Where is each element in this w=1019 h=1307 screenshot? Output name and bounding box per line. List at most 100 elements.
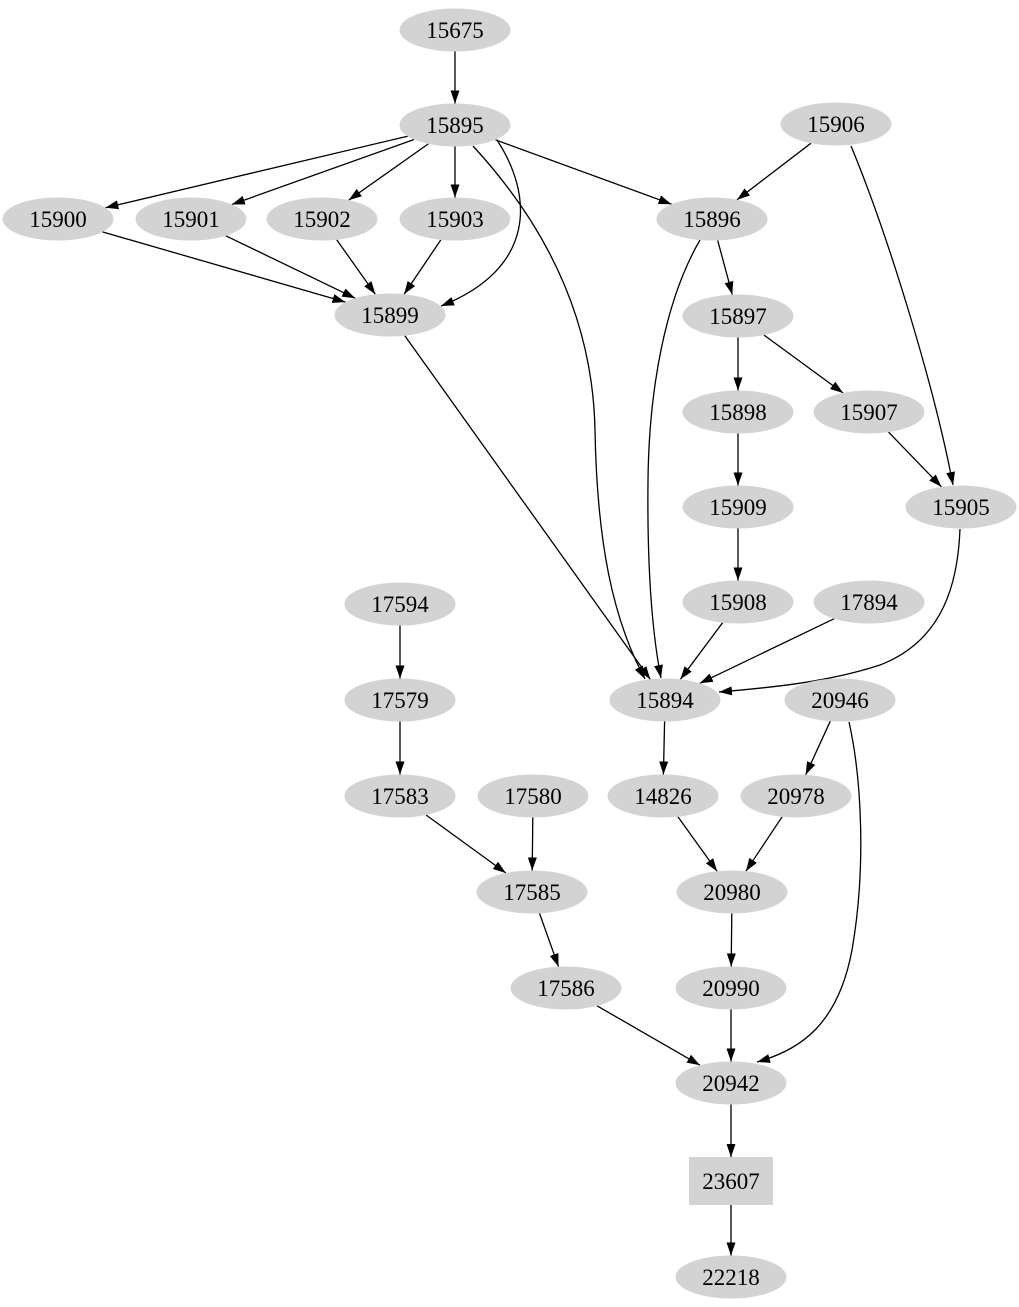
node-label: 15675 — [426, 18, 484, 43]
node-ellipse-shape — [135, 197, 247, 241]
node-ellipse-shape — [780, 102, 892, 146]
node-ellipse-shape — [682, 294, 794, 338]
node-17894: 17894 — [813, 580, 925, 624]
node-label: 17580 — [504, 784, 562, 809]
node-ellipse-shape — [905, 485, 1017, 529]
edge-20946-20978 — [805, 720, 831, 776]
node-17594: 17594 — [344, 582, 456, 626]
edge-15896-15894 — [647, 239, 701, 679]
edge-15895-15902 — [348, 143, 429, 201]
node-ellipse-shape — [609, 678, 721, 722]
node-label: 15902 — [293, 207, 351, 232]
node-17583: 17583 — [344, 774, 456, 818]
edge-15902-15899 — [336, 239, 376, 295]
nodes-layer: 15675 15895 15906 15900 15901 15902 15903 15896… — [2, 8, 1017, 1299]
node-20942: 20942 — [675, 1061, 787, 1105]
node-15901: 15901 — [135, 197, 247, 241]
node-23607: 23607 — [689, 1157, 773, 1205]
node-ellipse-shape — [656, 197, 768, 241]
node-ellipse-shape — [682, 485, 794, 529]
node-label: 15906 — [807, 112, 865, 137]
node-label: 20990 — [702, 976, 760, 1001]
edge-20980-20990 — [726, 913, 736, 967]
node-ellipse-shape — [740, 774, 852, 818]
node-label: 20980 — [703, 880, 761, 905]
edge-17586-20942 — [596, 1005, 701, 1066]
edge-15894-14826 — [659, 721, 669, 775]
edge-15895-15899 — [440, 139, 522, 307]
node-label: 17579 — [371, 688, 429, 713]
node-ellipse-shape — [510, 966, 622, 1010]
edge-15896-15897 — [717, 240, 734, 295]
node-label: 15898 — [709, 400, 767, 425]
node-ellipse-shape — [334, 293, 446, 337]
node-ellipse-shape — [2, 197, 114, 241]
node-15899: 15899 — [334, 293, 446, 337]
node-ellipse-shape — [682, 580, 794, 624]
node-ellipse-shape — [813, 390, 925, 434]
node-ellipse-shape — [344, 582, 456, 626]
node-15894: 15894 — [609, 678, 721, 722]
node-label: 17583 — [371, 784, 429, 809]
edge-14826-20980 — [677, 816, 718, 872]
node-label: 15896 — [683, 207, 741, 232]
node-ellipse-shape — [682, 390, 794, 434]
node-15898: 15898 — [682, 390, 794, 434]
node-17585: 17585 — [476, 870, 588, 914]
node-20990: 20990 — [675, 966, 787, 1010]
edge-15900-15899 — [102, 231, 346, 303]
edge-15908-15894 — [679, 622, 724, 680]
edge-15895-15900 — [105, 135, 408, 210]
node-17579: 17579 — [344, 678, 456, 722]
node-ellipse-shape — [399, 197, 511, 241]
node-label: 15899 — [361, 303, 419, 328]
edge-17583-17585 — [425, 814, 507, 874]
node-ellipse-shape — [344, 678, 456, 722]
node-15909: 15909 — [682, 485, 794, 529]
edge-15897-15907 — [763, 334, 844, 394]
node-15905: 15905 — [905, 485, 1017, 529]
node-20980: 20980 — [676, 870, 788, 914]
node-label: 17585 — [503, 880, 561, 905]
node-label: 15905 — [932, 495, 990, 520]
node-label: 15907 — [840, 400, 898, 425]
node-label: 15895 — [426, 113, 484, 138]
node-20946: 20946 — [784, 678, 896, 722]
node-17586: 17586 — [510, 966, 622, 1010]
edge-15906-15905 — [850, 145, 955, 486]
node-15903: 15903 — [399, 197, 511, 241]
node-15675: 15675 — [399, 8, 511, 52]
node-label: 17594 — [371, 592, 429, 617]
node-ellipse-shape — [675, 1255, 787, 1299]
node-ellipse-shape — [675, 1061, 787, 1105]
node-17580: 17580 — [477, 774, 589, 818]
node-label: 17894 — [840, 590, 898, 615]
node-label: 15909 — [709, 495, 767, 520]
node-label: 15908 — [709, 590, 767, 615]
node-ellipse-shape — [607, 774, 719, 818]
node-22218: 22218 — [675, 1255, 787, 1299]
node-label: 15900 — [29, 207, 87, 232]
node-20978: 20978 — [740, 774, 852, 818]
node-15907: 15907 — [813, 390, 925, 434]
edge-17894-15894 — [699, 618, 835, 684]
node-ellipse-shape — [476, 870, 588, 914]
edges-layer — [102, 51, 961, 1256]
edge-15899-15894 — [404, 335, 651, 680]
node-ellipse-shape — [675, 966, 787, 1010]
node-ellipse-shape — [813, 580, 925, 624]
node-15900: 15900 — [2, 197, 114, 241]
node-ellipse-shape — [266, 197, 378, 241]
node-label: 23607 — [702, 1169, 760, 1194]
node-label: 20978 — [767, 784, 825, 809]
edge-15895-15894 — [472, 145, 646, 680]
edge-15895-15896 — [495, 139, 672, 205]
edge-20946-20942 — [756, 721, 862, 1063]
edge-20978-20980 — [745, 816, 783, 872]
node-box-shape — [689, 1157, 773, 1205]
node-label: 15894 — [636, 688, 694, 713]
node-label: 14826 — [634, 784, 692, 809]
edge-15901-15899 — [225, 235, 356, 299]
node-ellipse-shape — [344, 774, 456, 818]
